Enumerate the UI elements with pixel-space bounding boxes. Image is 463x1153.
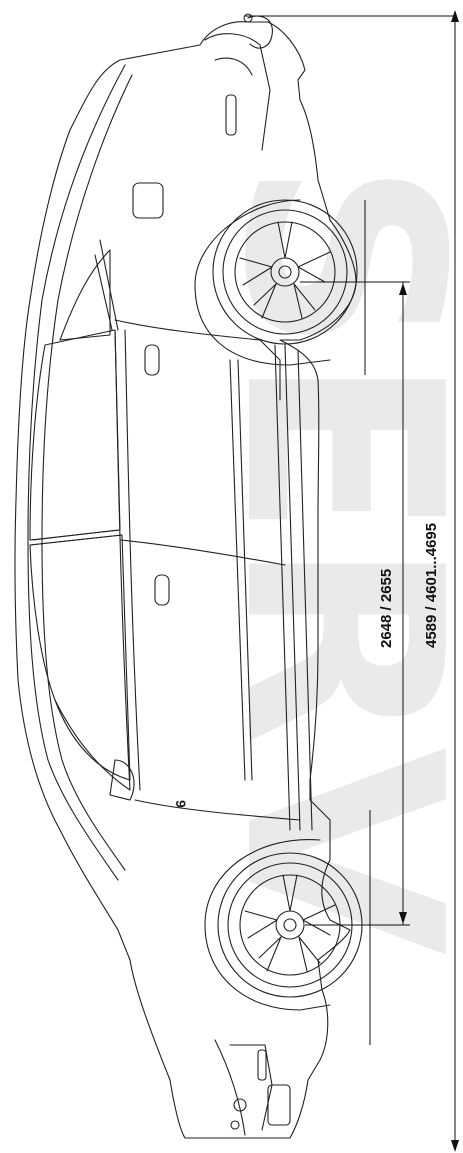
front-door-seam — [119, 539, 286, 566]
a-pillar — [54, 699, 131, 791]
roofline — [27, 64, 126, 881]
side-mirror — [109, 759, 135, 801]
rear-door-window — [29, 329, 121, 541]
fuel-cap — [132, 182, 164, 219]
rear-wheel-spokes — [239, 221, 331, 319]
rear-door-handle — [144, 344, 160, 376]
rear-bumper — [204, 33, 271, 151]
side-sill — [274, 344, 291, 831]
length-label: 4589 / 4601...4695 — [423, 522, 440, 648]
length-arrow-bottom — [451, 1140, 459, 1152]
length-arrow-top — [451, 10, 459, 22]
beltline — [114, 329, 131, 791]
rear-door-seam — [114, 319, 281, 401]
front-bumper — [214, 1039, 246, 1136]
rear-quarter-window — [59, 249, 111, 341]
rear-wheel-arch — [194, 199, 331, 366]
front-wheel-spokes — [244, 874, 336, 972]
rear-tire — [212, 199, 358, 345]
wheelbase-arrow-top — [399, 283, 407, 295]
wheelbase-label: 2648 / 2655 — [378, 568, 395, 648]
front-door-handle — [154, 574, 170, 606]
tow-hook — [247, 15, 273, 49]
front-door-window — [29, 534, 131, 781]
door-seam-front — [134, 799, 301, 821]
small-mark: 9 — [173, 800, 189, 808]
front-wheel-arch — [204, 838, 331, 1011]
body-outline — [14, 21, 357, 1139]
roofline-inner — [41, 74, 133, 871]
wheelbase-arrow-bottom — [399, 912, 407, 924]
